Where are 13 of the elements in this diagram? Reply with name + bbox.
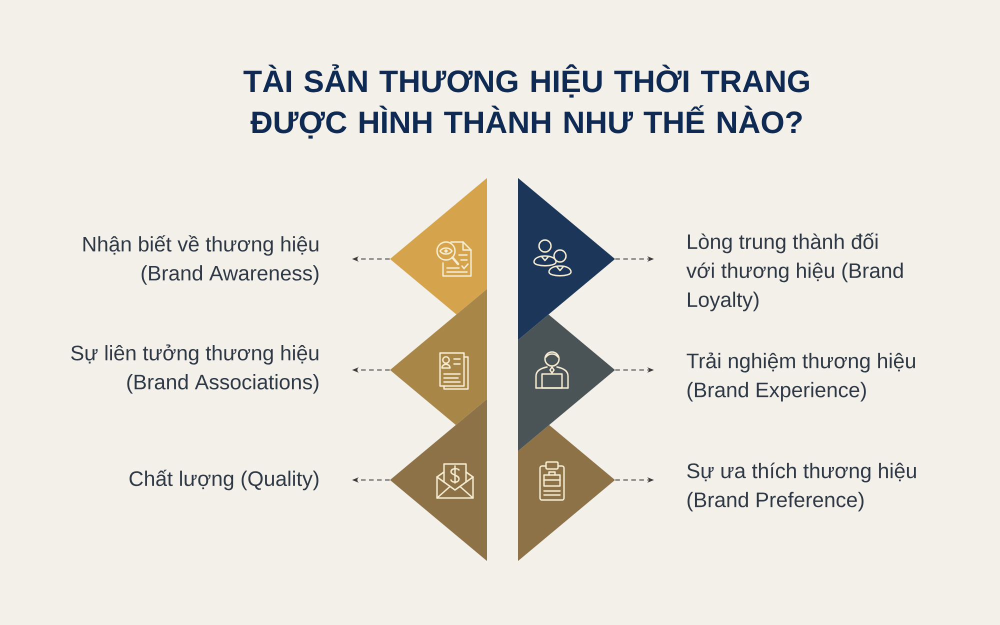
item-label: Lòng trung thành đối với thương hiệu (Brand Loyalty) — [686, 232, 903, 312]
triangle — [390, 289, 487, 425]
item-label: Nhận biết về thương hiệu (Brand Awareness) — [83, 235, 318, 285]
title: TÀI SẢN THƯƠNG HIỆU THỜI TRANG ĐƯỢC HÌNH THÀNH NHƯ THẾ NÀO? — [244, 64, 809, 139]
triangle — [518, 314, 615, 451]
triangle — [518, 425, 615, 561]
item-label: Sự ưa thích thương hiệu (Brand Preference) — [687, 462, 916, 512]
item-label: Chất lượng (Quality) — [130, 470, 318, 490]
item-label: Sự liên tưởng thương hiệu (Brand Associations) — [71, 344, 318, 394]
triangle — [518, 178, 615, 340]
triangle — [390, 178, 487, 314]
item-label: Trải nghiệm thương hiệu (Brand Experience) — [686, 352, 915, 402]
triangle — [390, 399, 487, 561]
